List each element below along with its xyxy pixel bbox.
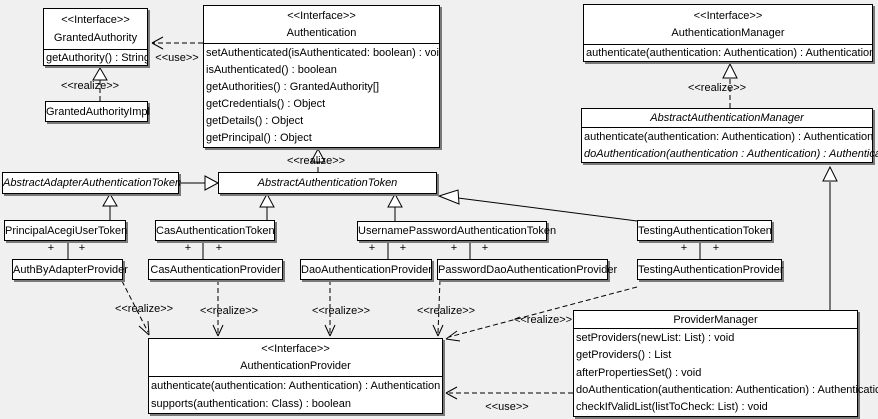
- generalization-castoken-abstracttoken: [259, 192, 275, 220]
- method-label: getProviders() : List: [576, 349, 672, 362]
- realize-label: <<realize>>: [311, 305, 371, 317]
- class-authentication-provider: <<Interface>> AuthenticationProvider aut…: [148, 338, 443, 414]
- class-password-dao-authentication-provider: PasswordDaoAuthenticationProvider: [437, 259, 618, 280]
- class-name: AuthenticationManager: [671, 27, 785, 39]
- class-abstract-authentication-token: AbstractAuthenticationToken: [218, 172, 437, 194]
- plus-mark: +: [215, 242, 223, 254]
- plus-mark: +: [450, 242, 458, 254]
- method-label: supports(authentication: Class) : boolea…: [151, 398, 351, 410]
- method-label: checkIfValidList(listToCheck: List) : vo…: [576, 401, 768, 414]
- class-principal-acegi-user-token: PrincipalAcegiUserToken: [4, 220, 128, 241]
- method-label: setProviders(newList: List) : void: [576, 331, 735, 344]
- class-granted-authority: <<Interface>> GrantedAuthority getAuthor…: [43, 8, 148, 66]
- generalization-providermanager-abstractmanager: [822, 165, 838, 310]
- method-label: getAuthorities() : GrantedAuthority[]: [206, 80, 380, 93]
- method-label: authenticate(authentication: Authenticat…: [151, 380, 441, 392]
- class-dao-authentication-provider: DaoAuthenticationProvider: [300, 259, 432, 280]
- class-testing-authentication-provider: TestingAuthenticationProvider: [637, 259, 784, 280]
- realize-label: <<realize>>: [513, 314, 573, 326]
- class-granted-authority-impl: GrantedAuthorityImpl: [45, 101, 150, 122]
- plus-mark: +: [47, 242, 55, 254]
- realize-label: <<realize>>: [416, 305, 476, 317]
- class-authentication-manager: <<Interface>> AuthenticationManager auth…: [583, 4, 873, 62]
- method-label: authenticate(authentication: Authenticat…: [586, 47, 872, 59]
- class-abstract-authentication-manager: AbstractAuthenticationManager authentica…: [581, 108, 878, 163]
- use-arrow-authentication-grantedauthority: [151, 36, 203, 50]
- plus-mark: +: [680, 242, 688, 254]
- method-label: getCredentials() : Object: [206, 98, 326, 111]
- method-label: doAuthentication(authentication : Authen…: [584, 147, 878, 160]
- class-name: CasAuthenticationToken: [156, 224, 275, 237]
- class-username-password-authentication-token: UsernamePasswordAuthenticationToken: [357, 221, 557, 241]
- plus-mark: +: [368, 242, 376, 254]
- plus-mark: +: [712, 242, 720, 254]
- use-label: <<use>>: [155, 52, 199, 64]
- class-provider-manager: ProviderManager setProviders(newList: Li…: [573, 310, 878, 417]
- class-name: PasswordDaoAuthenticationProvider: [438, 263, 618, 276]
- class-cas-authentication-provider: CasAuthenticationProvider: [148, 259, 283, 280]
- class-name: ProviderManager: [673, 313, 758, 326]
- generalization-usernametoken-abstracttoken: [387, 192, 403, 221]
- stereotype-label: <<Interface>>: [287, 10, 356, 23]
- class-name: TestingAuthenticationToken: [638, 224, 772, 237]
- plus-mark: +: [78, 242, 86, 254]
- plus-mark: +: [184, 242, 192, 254]
- class-name: AbstractAdapterAuthenticationToken: [3, 177, 182, 189]
- realize-label: <<realize>>: [114, 303, 174, 315]
- plus-mark: +: [399, 242, 407, 254]
- class-abstract-adapter-authentication-token: AbstractAdapterAuthenticationToken: [2, 172, 182, 194]
- stereotype-label: <<Interface>>: [261, 343, 330, 356]
- class-name: CasAuthenticationProvider: [150, 263, 281, 276]
- generalization-principal-adapter: [102, 193, 118, 220]
- method-label: getPrincipal() : Object: [206, 132, 312, 145]
- class-name: GrantedAuthorityImpl: [46, 105, 150, 118]
- realize-label: <<realize>>: [199, 305, 259, 317]
- class-name: AbstractAuthenticationToken: [257, 177, 398, 189]
- generalization-adapter-abstracttoken: [179, 175, 220, 191]
- realize-label: <<realize>>: [687, 82, 747, 94]
- class-name: UsernamePasswordAuthenticationToken: [358, 225, 557, 237]
- use-arrow-providermanager-authenticationprovider: [445, 386, 573, 400]
- method-label: doAuthentication(authentication: Authent…: [576, 383, 878, 396]
- generalization-testingtoken-abstracttoken: [437, 189, 638, 222]
- class-name: AuthByAdapterProvider: [13, 263, 128, 276]
- class-auth-by-adapter-provider: AuthByAdapterProvider: [12, 259, 128, 280]
- class-name: Authentication: [286, 26, 357, 39]
- class-name: TestingAuthenticationProvider: [638, 263, 784, 276]
- class-name: PrincipalAcegiUserToken: [5, 224, 128, 237]
- method-label: getDetails() : Object: [206, 115, 304, 128]
- method-label: setAuthenticated(isAuthenticated: boolea…: [206, 46, 439, 59]
- method-label: afterPropertiesSet() : void: [576, 366, 702, 379]
- class-name: DaoAuthenticationProvider: [301, 263, 432, 276]
- class-name: GrantedAuthority: [53, 31, 138, 44]
- use-label: <<use>>: [485, 401, 529, 413]
- class-name: AuthenticationProvider: [240, 359, 351, 372]
- stereotype-label: <<Interface>>: [61, 14, 130, 27]
- stereotype-label: <<Interface>>: [693, 10, 763, 22]
- method-label: isAuthenticated() : boolean: [206, 63, 337, 76]
- class-testing-authentication-token: TestingAuthenticationToken: [637, 220, 772, 241]
- method-label: authenticate(authentication: Authenticat…: [584, 130, 874, 143]
- method-label: getAuthority() : String: [46, 51, 147, 64]
- realize-label: <<realize>>: [286, 155, 346, 167]
- class-cas-authentication-token: CasAuthenticationToken: [155, 220, 275, 241]
- plus-mark: +: [481, 242, 489, 254]
- class-authentication: <<Interface>> Authentication setAuthenti…: [203, 5, 440, 148]
- class-name: AbstractAuthenticationManager: [650, 112, 804, 124]
- realize-label: <<realize>>: [60, 80, 120, 92]
